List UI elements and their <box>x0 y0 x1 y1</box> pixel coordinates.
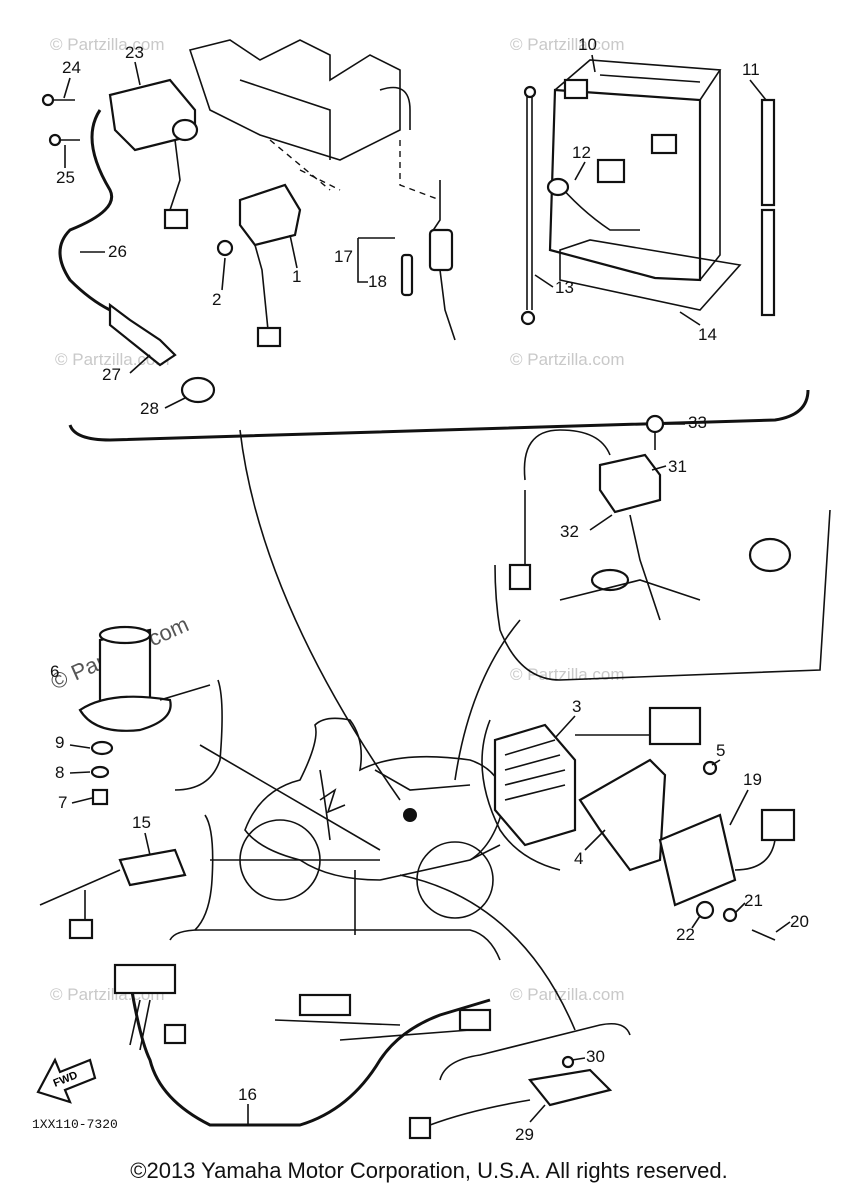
bolt-25-head <box>48 133 62 147</box>
part-label-8: 8 <box>55 763 64 782</box>
battery-band <box>520 85 537 326</box>
part-label-18: 18 <box>368 272 387 291</box>
leader-line <box>454 619 521 781</box>
fwd-arrow: FWD <box>36 1057 97 1104</box>
watermark: © Partzilla.com <box>510 665 625 684</box>
part-label-17: 17 <box>334 247 353 266</box>
fuse-holder <box>357 180 456 341</box>
bracket-right-upper <box>494 509 831 681</box>
watermark: © Partzilla.com <box>55 350 170 369</box>
diagram-code: 1XX110-7320 <box>32 1117 118 1132</box>
starter-relay <box>216 183 302 348</box>
rectifier <box>493 706 702 847</box>
washer-22 <box>695 900 715 920</box>
part-label-20: 20 <box>790 912 809 931</box>
bracket-bottom <box>169 929 501 961</box>
neutral-switch <box>39 848 187 940</box>
part-label-32: 32 <box>560 522 579 541</box>
part-label-6: 6 <box>50 662 59 681</box>
part-label-2: 2 <box>212 290 221 309</box>
leader-line <box>399 874 576 1031</box>
leader-line <box>239 429 401 801</box>
part-label-12: 12 <box>572 143 591 162</box>
part-label-27: 27 <box>102 365 121 384</box>
part-label-13: 13 <box>555 278 574 297</box>
top-section-bracket <box>68 389 810 442</box>
bracket-right-mid <box>481 719 561 871</box>
battery <box>546 59 742 311</box>
brake-switch <box>408 1055 613 1140</box>
part-label-30: 30 <box>586 1047 605 1066</box>
bracket-left-lower <box>194 814 214 931</box>
part-label-24: 24 <box>62 58 81 77</box>
part-label-3: 3 <box>572 697 581 716</box>
part-label-11: 11 <box>742 60 760 79</box>
part-label-28: 28 <box>140 399 159 418</box>
part-label-31: 31 <box>668 457 687 476</box>
part-label-29: 29 <box>515 1125 534 1144</box>
bracket-bottom-right <box>439 1022 631 1081</box>
part-label-21: 21 <box>744 891 763 910</box>
battery-strip <box>760 98 776 317</box>
part-label-22: 22 <box>676 925 695 944</box>
bolt-24-head <box>41 93 55 107</box>
bracket-left-upper <box>174 679 223 791</box>
part-label-33: 33 <box>688 413 707 432</box>
battery-box <box>188 39 441 201</box>
part-label-14: 14 <box>698 325 717 344</box>
bracket-4 <box>578 758 667 872</box>
leader-line <box>199 744 381 851</box>
part-label-16: 16 <box>238 1085 257 1104</box>
watermark: © Partzilla.com <box>510 350 625 369</box>
watermark: © Partzilla.com <box>50 35 165 54</box>
bolt-20 <box>751 929 776 941</box>
copyright-notice: ©2013 Yamaha Motor Corporation, U.S.A. A… <box>130 1158 728 1183</box>
part-label-5: 5 <box>716 741 725 760</box>
part-labels: 23 24 25 26 27 28 2 1 17 18 10 11 12 13 … <box>50 35 809 1144</box>
ignition-coil <box>58 78 216 404</box>
starter-motor <box>78 625 211 806</box>
part-label-10: 10 <box>578 35 597 54</box>
scooter-illustration <box>239 717 506 919</box>
wire-harness <box>113 963 492 1127</box>
part-label-4: 4 <box>574 849 583 868</box>
part-label-25: 25 <box>56 168 75 187</box>
part-label-15: 15 <box>132 813 151 832</box>
part-label-1: 1 <box>292 267 301 286</box>
part-label-26: 26 <box>108 242 127 261</box>
watermark: © Partzilla.com <box>510 985 625 1004</box>
fuel-sender <box>508 414 792 621</box>
cdi-unit <box>658 808 796 907</box>
part-label-9: 9 <box>55 733 64 752</box>
nut-21 <box>722 907 738 923</box>
part-label-19: 19 <box>743 770 762 789</box>
part-label-7: 7 <box>58 793 67 812</box>
watermark: © Partzilla.com <box>510 35 625 54</box>
part-label-23: 23 <box>125 43 144 62</box>
